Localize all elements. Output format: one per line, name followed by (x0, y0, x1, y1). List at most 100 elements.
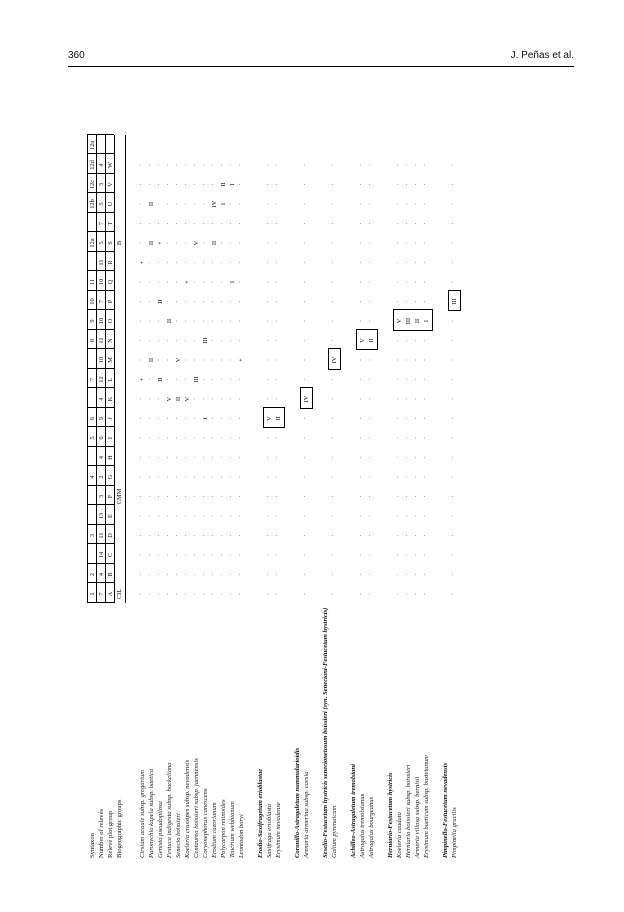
empty-value-dot: . (329, 183, 335, 186)
empty-value-dot: . (182, 554, 188, 556)
empty-value-dot: . (191, 320, 197, 322)
empty-value-dot: . (137, 437, 143, 439)
empty-value-dot: . (182, 339, 188, 342)
empty-value-dot: . (236, 378, 242, 381)
section-title: Coronillo-Astragaletum nummularioidis (294, 747, 301, 858)
empty-value-dot: . (182, 242, 188, 244)
empty-value-dot: . (366, 554, 372, 556)
header-grid-line (87, 387, 114, 389)
empty-value-dot: . (366, 359, 372, 361)
empty-value-dot: . (200, 320, 206, 322)
header-grid-line (87, 212, 114, 213)
empty-value-dot: . (264, 164, 270, 166)
header-grid-line (87, 563, 114, 564)
empty-value-dot: . (394, 164, 400, 166)
empty-value-dot: . (164, 359, 170, 361)
empty-value-dot: . (209, 437, 215, 439)
empty-value-dot: . (421, 515, 427, 517)
empty-value-dot: . (366, 378, 372, 381)
empty-value-dot: . (421, 183, 427, 186)
empty-value-dot: . (366, 398, 372, 400)
empty-value-dot: . (209, 534, 215, 537)
empty-value-dot: . (209, 398, 215, 400)
empty-value-dot: . (366, 222, 372, 225)
empty-value-dot: . (394, 359, 400, 361)
empty-value-dot: . (173, 242, 179, 244)
empty-value-dot: . (394, 203, 400, 205)
species-value: II (148, 240, 155, 246)
empty-value-dot: . (329, 300, 335, 303)
empty-value-dot: . (209, 476, 215, 478)
empty-value-dot: . (366, 242, 372, 244)
species-name: Astragalus bourgeanus (368, 796, 375, 858)
empty-value-dot: . (403, 261, 409, 264)
empty-value-dot: . (273, 573, 279, 576)
empty-value-dot: . (227, 378, 233, 381)
empty-value-dot: . (236, 339, 242, 342)
empty-value-dot: . (164, 554, 170, 556)
empty-value-dot: . (329, 261, 335, 264)
empty-value-dot: . (273, 554, 279, 556)
empty-value-dot: . (357, 437, 363, 439)
empty-value-dot: . (366, 573, 372, 576)
header-grid-line (87, 446, 114, 447)
empty-value-dot: . (173, 281, 179, 283)
header-grid-line (87, 504, 114, 506)
empty-value-dot: . (227, 554, 233, 556)
empty-value-dot: . (366, 281, 372, 283)
empty-value-dot: . (236, 398, 242, 400)
empty-value-dot: . (173, 554, 179, 556)
species-name: Saxifraga erioblasta (266, 803, 273, 858)
empty-value-dot: . (164, 515, 170, 517)
empty-value-dot: . (236, 203, 242, 205)
empty-value-dot: . (182, 261, 188, 264)
empty-value-dot: . (273, 476, 279, 478)
empty-value-dot: . (182, 515, 188, 517)
empty-value-dot: . (173, 203, 179, 205)
empty-value-dot: . (421, 378, 427, 381)
empty-value-dot: . (182, 378, 188, 381)
empty-value-dot: . (301, 554, 307, 556)
empty-value-dot: . (209, 164, 215, 166)
empty-value-dot: . (357, 261, 363, 264)
empty-value-dot: . (366, 300, 372, 303)
empty-value-dot: . (218, 398, 224, 400)
empty-value-dot: . (146, 554, 152, 556)
empty-value-dot: . (227, 339, 233, 342)
empty-value-dot: . (146, 534, 152, 537)
empty-value-dot: . (164, 534, 170, 537)
empty-value-dot: . (301, 222, 307, 225)
empty-value-dot: . (182, 476, 188, 478)
empty-value-dot: . (200, 495, 206, 498)
empty-value-dot: . (155, 359, 161, 361)
species-name: Senecio boissieri (175, 813, 182, 858)
empty-value-dot: . (218, 554, 224, 556)
empty-value-dot: . (449, 417, 455, 420)
empty-value-dot: . (137, 222, 143, 225)
empty-value-dot: . (137, 554, 143, 556)
section-title: Erodio-Saxifragetum erioblastae (257, 768, 264, 858)
empty-value-dot: . (146, 222, 152, 225)
empty-value-dot: . (200, 242, 206, 244)
species-name: Genista pseudopilosa (157, 801, 164, 858)
empty-value-dot: . (173, 261, 179, 264)
empty-value-dot: . (218, 222, 224, 225)
section-title: Pimpinello-Festucetum nevadensis (442, 762, 449, 858)
empty-value-dot: . (200, 554, 206, 556)
empty-value-dot: . (209, 456, 215, 459)
empty-value-dot: . (209, 339, 215, 342)
species-name: Polycarpon retinoides (220, 799, 227, 858)
empty-value-dot: . (164, 164, 170, 166)
species-name: Festuca indigesta subsp. hackeliana (166, 762, 173, 858)
empty-value-dot: . (227, 242, 233, 244)
empty-value-dot: . (264, 378, 270, 381)
empty-value-dot: . (329, 515, 335, 517)
empty-value-dot: . (236, 222, 242, 225)
empty-value-dot: . (329, 398, 335, 400)
empty-value-dot: . (357, 398, 363, 400)
header-grid-line (87, 173, 114, 174)
empty-value-dot: . (173, 515, 179, 517)
empty-value-dot: . (403, 534, 409, 537)
empty-value-dot: . (137, 242, 143, 244)
empty-value-dot: . (301, 417, 307, 420)
